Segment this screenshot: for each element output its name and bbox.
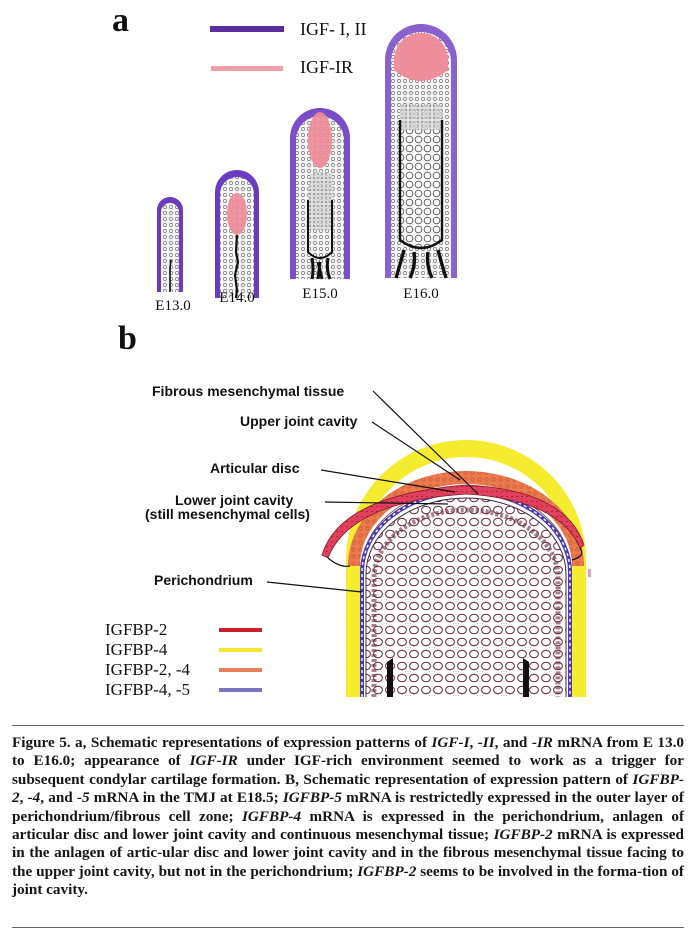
caption-text: mRNA in the TMJ at E18.5; xyxy=(89,789,283,807)
caption-gene-name: -5 xyxy=(76,789,90,807)
caption-text: mRNA from E 13.0 to E16.0; appearance of xyxy=(12,734,684,770)
legend-swatch-igfbp-4-5 xyxy=(219,688,262,692)
caption-gene-name: -4 xyxy=(27,789,41,807)
legend-label-igfbp-2: IGFBP-2 xyxy=(105,620,168,639)
caption-gene-name: -IR xyxy=(531,734,553,751)
leader-articular-disc xyxy=(320,469,456,493)
caption-gene-name: IGFBP-2 xyxy=(357,862,417,880)
caption-text: , and xyxy=(40,789,77,807)
caption-gene-name: -II xyxy=(477,734,495,751)
label-fibrous-mesenchymal-tissue: Fibrous mesenchymal tissue xyxy=(152,383,345,399)
label-perichondrium: Perichondrium xyxy=(154,572,253,588)
label-upper-joint-cavity: Upper joint cavity xyxy=(240,413,358,429)
legend-swatch-igf-ir xyxy=(211,66,283,71)
legend-swatch-igfbp-2-4 xyxy=(219,668,262,672)
leader-lower-cavity xyxy=(324,501,449,505)
caption-text: , xyxy=(19,789,28,807)
leader-upper-cavity xyxy=(371,421,461,481)
caption-gene-name: IGFBP-2 xyxy=(493,826,553,844)
caption-top-rule xyxy=(12,725,684,726)
leader-fibrous xyxy=(372,390,479,495)
legend-label-igfbp-4: IGFBP-4 xyxy=(105,640,168,659)
stage-label-e14: E14.0 xyxy=(219,290,255,306)
stage-e14-drawing xyxy=(215,170,259,299)
stage-e13-drawing xyxy=(157,197,183,292)
legend-label-igf-i-ii: IGF- I, II xyxy=(300,19,367,39)
tmj-diagram xyxy=(266,390,591,697)
legend-swatch-igf-i-ii xyxy=(210,26,284,32)
caption-text: , xyxy=(469,734,478,751)
caption-text: mRNA is expressed in the perichondrium, … xyxy=(12,807,685,844)
stage-label-e15: E15.0 xyxy=(302,286,338,302)
legend-label-igfbp-2-4: IGFBP-2, -4 xyxy=(105,660,191,679)
caption-gene-name: IGFBP-4 xyxy=(241,807,302,825)
caption-gene-name: IGF-I xyxy=(431,734,470,751)
caption-text: , and xyxy=(494,734,532,751)
panel-b-letter: b xyxy=(118,320,137,357)
caption-text: seems to be involved in the forma-tion o… xyxy=(12,862,684,899)
stage-label-e13: E13.0 xyxy=(155,298,191,314)
caption-gene-name: IGFBP-5 xyxy=(282,789,342,807)
legend-label-igfbp-4-5: IGFBP-4, -5 xyxy=(105,680,191,699)
panel-a-drawings xyxy=(157,24,591,697)
stage-e16-drawing xyxy=(385,24,457,279)
caption-text: mRNA is restrictedly expressed in the ou… xyxy=(12,789,684,825)
stage-label-e16: E16.0 xyxy=(403,286,439,302)
stage-e15-drawing xyxy=(290,108,350,280)
label-lower-joint-cavity: Lower joint cavity xyxy=(175,492,294,508)
figure-caption: Figure 5. a, Schematic representations o… xyxy=(12,734,684,900)
label-articular-disc: Articular disc xyxy=(210,460,300,476)
caption-bottom-rule xyxy=(12,927,684,928)
panel-a-letter: a xyxy=(112,2,129,39)
caption-gene-name: IGF-IR xyxy=(189,752,238,770)
caption-gene-name: IGFBP-2 xyxy=(12,770,684,807)
caption-text: Figure 5. a, Schematic representations o… xyxy=(12,734,432,751)
caption-text: under IGF-rich environment seemed to wor… xyxy=(12,752,684,788)
legend-label-igf-ir: IGF-IR xyxy=(300,57,353,77)
legend-swatch-igfbp-4 xyxy=(219,648,262,652)
leader-perichondrium xyxy=(266,581,363,593)
caption-text: mRNA is expressed in the anlagen of arti… xyxy=(12,826,684,880)
label-still-mesenchymal-cells: (still mesenchymal cells) xyxy=(145,506,310,522)
legend-swatch-igfbp-2 xyxy=(219,628,262,632)
